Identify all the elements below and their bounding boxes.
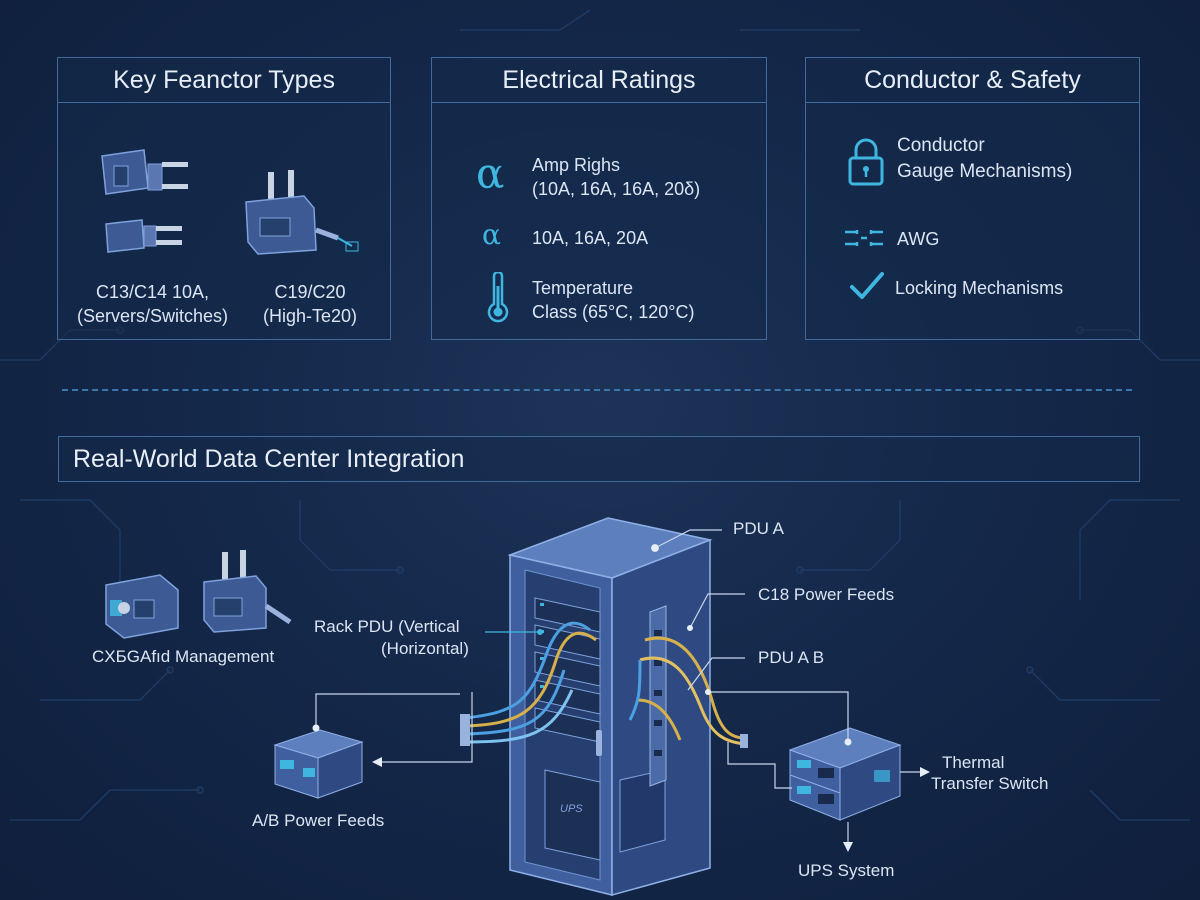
locking-label: Locking Mechanisms bbox=[895, 278, 1064, 298]
c18-feeds-label: C18 Power Feeds bbox=[758, 585, 895, 604]
management-label: CXБGAfıd Management bbox=[92, 647, 275, 666]
ab-feeds-label: A/B Power Feeds bbox=[252, 811, 385, 830]
thermal-label-line1: Thermal bbox=[942, 753, 1005, 772]
conductor-safety-panel: Conductor & Safety bbox=[805, 57, 1140, 340]
thermal-label-line2: Transfer Switch bbox=[931, 774, 1049, 793]
electrical-ratings-panel: Electrical Ratings bbox=[431, 57, 767, 340]
server-rack bbox=[460, 517, 748, 896]
awg-label: AWG bbox=[897, 229, 940, 249]
conductor-line1: Conductor bbox=[897, 135, 985, 156]
checkmark-icon bbox=[850, 272, 884, 299]
panel-title: Key Feanctor Types bbox=[58, 58, 390, 103]
pdu-ab-label: PDU A B bbox=[758, 648, 825, 667]
amp-rating-line2: (10A, 16A, 16A, 20δ) bbox=[532, 179, 701, 199]
ups-system-label: UPS System bbox=[798, 861, 895, 880]
integration-title: Real-World Data Center Integration bbox=[58, 436, 1140, 482]
pdu-a-label: PDU A bbox=[733, 519, 785, 538]
temperature-line2: Class (65°C, 120°C) bbox=[532, 302, 695, 322]
rack-ups-tag: UPS bbox=[560, 803, 583, 815]
connector-types-panel: Key Feanctor Types bbox=[57, 57, 391, 340]
rack-pdu-label-line1: Rack PDU (Vertical bbox=[314, 617, 460, 636]
wire-gauge-icon bbox=[845, 230, 883, 246]
panel-title: Conductor & Safety bbox=[806, 58, 1139, 103]
alpha-icon: α bbox=[476, 149, 505, 198]
c19-label-line2: (High-Te20) bbox=[262, 306, 358, 326]
thermometer-icon bbox=[487, 272, 509, 323]
rack-pdu-label-line2: (Horizontal) bbox=[381, 639, 469, 658]
amp-rating-line1: Amp Righs bbox=[532, 155, 621, 175]
temperature-line1: Temperature bbox=[532, 278, 634, 298]
section-divider bbox=[62, 389, 1132, 391]
management-device bbox=[105, 550, 292, 639]
panel-title: Electrical Ratings bbox=[432, 58, 766, 103]
c19-label-line1: C19/C20 bbox=[274, 282, 346, 302]
amp-values: 10A, 16A, 20A bbox=[532, 228, 649, 248]
alpha-small-icon: α bbox=[482, 218, 501, 251]
lock-icon bbox=[848, 138, 884, 186]
iec-plug-icon bbox=[101, 149, 188, 253]
c13-label-line1: C13/C14 10A, bbox=[95, 282, 210, 302]
c13-label-line2: (Servers/Switches) bbox=[76, 306, 229, 326]
high-current-plug-icon bbox=[245, 170, 359, 255]
transfer-switch-device bbox=[788, 727, 902, 821]
ab-feed-boxes bbox=[273, 729, 364, 799]
conductor-line2: Gauge Mechanisms) bbox=[897, 161, 1073, 182]
